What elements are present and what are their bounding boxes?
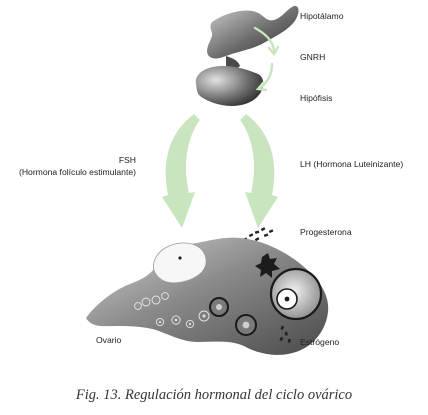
hypothalamus-illustration bbox=[207, 5, 299, 69]
atretic-follicle bbox=[255, 253, 280, 278]
gnrh-arrow-icon bbox=[253, 26, 280, 92]
figure-caption: Fig. 13. Regulación hormonal del ciclo o… bbox=[75, 387, 352, 403]
label-fsh: FSH bbox=[119, 155, 136, 165]
growing-follicles bbox=[209, 297, 257, 336]
label-ovary: Ovario bbox=[96, 335, 122, 345]
label-progesterone: Progesterona bbox=[300, 227, 352, 237]
dominant-follicle bbox=[269, 267, 323, 321]
label-lh: LH (Hormona Luteinizante) bbox=[300, 159, 403, 169]
fsh-arrow-icon bbox=[162, 114, 200, 228]
label-pituitary: Hipófisis bbox=[300, 93, 332, 103]
ovary-illustration bbox=[86, 237, 329, 355]
label-gnrh: GNRH bbox=[300, 52, 325, 62]
label-estrogen: Estrógeno bbox=[300, 337, 339, 347]
lh-arrow-icon bbox=[240, 114, 278, 228]
pituitary-illustration bbox=[195, 66, 264, 106]
corpus-luteum bbox=[153, 242, 207, 284]
label-fsh-full: (Hormona folículo estimulante) bbox=[19, 167, 136, 177]
label-hypothalamus: Hipotálamo bbox=[300, 11, 344, 21]
estrogen-dots-icon bbox=[279, 325, 291, 343]
